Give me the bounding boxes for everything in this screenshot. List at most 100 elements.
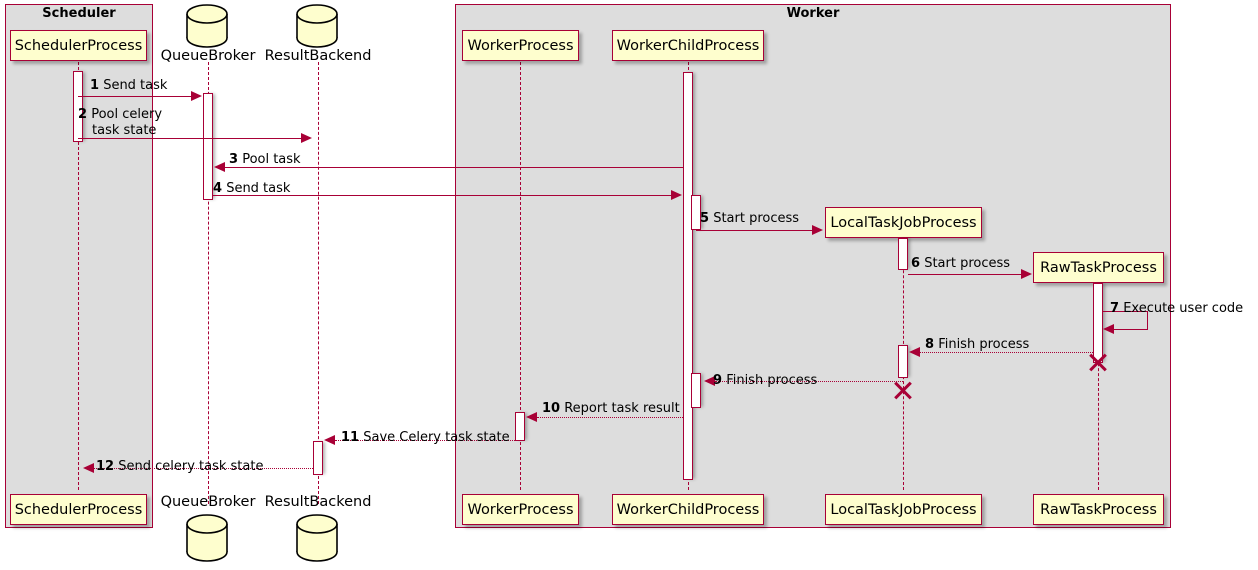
participant-scheduler-process-top[interactable]: SchedulerProcess bbox=[10, 30, 147, 61]
message-9-arrow bbox=[715, 381, 903, 382]
message-8-number: 8 bbox=[925, 337, 935, 352]
message-2-arrow bbox=[78, 138, 301, 139]
activation-scheduler-process bbox=[73, 71, 83, 142]
activation-local-task-job-start bbox=[898, 238, 908, 270]
message-4-number: 4 bbox=[213, 181, 223, 196]
message-4-arrowhead bbox=[671, 190, 682, 200]
destroy-marker-local-task-job bbox=[892, 379, 914, 401]
message-7-arrowhead bbox=[1103, 324, 1114, 334]
activation-worker-child-process-main bbox=[683, 72, 693, 480]
activation-result-backend bbox=[313, 441, 323, 475]
message-8-text: Finish process bbox=[938, 337, 1030, 352]
database-result-backend-bottom[interactable] bbox=[294, 512, 344, 570]
message-4-text: Send task bbox=[226, 181, 291, 196]
message-4-arrow bbox=[213, 195, 671, 196]
group-title-worker: Worker bbox=[786, 6, 840, 21]
message-7-arrow-top bbox=[1103, 311, 1148, 312]
message-3-label: 3 Pool task bbox=[229, 152, 301, 167]
message-11-text: Save Celery task state bbox=[363, 430, 510, 445]
message-11-number: 11 bbox=[341, 430, 360, 445]
participant-local-task-job-bottom[interactable]: LocalTaskJobProcess bbox=[825, 494, 982, 525]
message-10-text: Report task result bbox=[564, 401, 680, 416]
lifeline-result-backend bbox=[318, 62, 319, 504]
message-3-arrowhead bbox=[214, 162, 225, 172]
message-6-arrowhead bbox=[1021, 269, 1032, 279]
database-label-result-backend-bottom: ResultBackend bbox=[264, 494, 372, 510]
lifeline-scheduler-process bbox=[78, 62, 79, 490]
message-5-arrowhead bbox=[812, 225, 823, 235]
message-5-number: 5 bbox=[700, 211, 710, 226]
message-9-text: Finish process bbox=[726, 373, 818, 388]
lifeline-worker-process bbox=[520, 62, 521, 490]
message-2-number: 2 bbox=[78, 107, 88, 122]
database-label-queue-broker-bottom: QueueBroker bbox=[160, 494, 256, 510]
participant-raw-task-process-bottom[interactable]: RawTaskProcess bbox=[1033, 494, 1164, 525]
activation-local-task-job-finish bbox=[898, 345, 908, 378]
message-12-arrow bbox=[94, 468, 313, 469]
database-label-result-backend-top: ResultBackend bbox=[264, 48, 372, 64]
message-1-text: Send task bbox=[103, 78, 168, 93]
database-queue-broker-top[interactable] bbox=[184, 2, 234, 58]
message-7-arrow-right bbox=[1147, 311, 1148, 329]
activation-queue-broker bbox=[203, 93, 213, 200]
database-icon bbox=[186, 4, 228, 48]
message-1-label: 1 Send task bbox=[90, 78, 167, 93]
database-icon bbox=[186, 514, 228, 562]
message-10-arrow bbox=[537, 417, 683, 418]
message-5-label: 5 Start process bbox=[700, 211, 799, 226]
message-11-label: 11 Save Celery task state bbox=[341, 430, 510, 445]
message-8-arrowhead bbox=[909, 347, 920, 357]
database-icon bbox=[296, 4, 338, 48]
activation-worker-child-process-nest2 bbox=[691, 373, 701, 408]
participant-worker-child-process-bottom[interactable]: WorkerChildProcess bbox=[612, 494, 764, 525]
database-queue-broker-bottom[interactable] bbox=[184, 512, 234, 570]
message-2-arrowhead bbox=[301, 133, 312, 143]
message-7-number: 7 bbox=[1110, 301, 1120, 316]
message-4-label: 4 Send task bbox=[213, 181, 290, 196]
message-12-text: Send celery task state bbox=[118, 459, 264, 474]
message-12-arrowhead bbox=[83, 463, 94, 473]
database-label-queue-broker-top: QueueBroker bbox=[160, 48, 256, 64]
message-9-number: 9 bbox=[713, 373, 723, 388]
message-8-arrow bbox=[920, 352, 1093, 353]
message-12-number: 12 bbox=[96, 459, 115, 474]
message-10-label: 10 Report task result bbox=[542, 401, 680, 416]
message-6-arrow bbox=[908, 274, 1021, 275]
message-6-text: Start process bbox=[924, 256, 1011, 271]
message-11-arrowhead bbox=[324, 435, 335, 445]
message-7-label: 7 Execute user code bbox=[1110, 301, 1243, 316]
message-1-number: 1 bbox=[90, 78, 100, 93]
message-7-arrow-bottom bbox=[1114, 329, 1148, 330]
participant-worker-process-bottom[interactable]: WorkerProcess bbox=[462, 494, 579, 525]
participant-worker-process-top[interactable]: WorkerProcess bbox=[462, 30, 579, 61]
database-result-backend-top[interactable] bbox=[294, 2, 344, 58]
participant-raw-task-process-top[interactable]: RawTaskProcess bbox=[1033, 252, 1164, 283]
message-12-label: 12 Send celery task state bbox=[96, 459, 263, 474]
message-10-arrowhead bbox=[526, 412, 537, 422]
lifeline-queue-broker bbox=[208, 62, 209, 504]
participant-local-task-job-top[interactable]: LocalTaskJobProcess bbox=[825, 207, 982, 238]
message-9-arrowhead bbox=[704, 376, 715, 386]
activation-worker-process bbox=[515, 412, 525, 441]
message-8-label: 8 Finish process bbox=[925, 337, 1029, 352]
message-6-label: 6 Start process bbox=[911, 256, 1010, 271]
message-3-text: Pool task bbox=[242, 152, 301, 167]
message-5-text: Start process bbox=[713, 211, 800, 226]
database-icon bbox=[296, 514, 338, 562]
message-3-arrow bbox=[225, 167, 683, 168]
message-3-number: 3 bbox=[229, 152, 239, 167]
message-11-arrow bbox=[335, 440, 515, 441]
lifeline-raw-task-process bbox=[1098, 284, 1099, 490]
participant-worker-child-process-top[interactable]: WorkerChildProcess bbox=[612, 30, 764, 61]
group-title-scheduler: Scheduler bbox=[42, 6, 116, 21]
destroy-marker-raw-task-process bbox=[1087, 351, 1109, 373]
message-5-arrow bbox=[696, 230, 812, 231]
message-2-text-line2: task state bbox=[92, 123, 157, 138]
message-1-arrow bbox=[78, 96, 191, 97]
message-6-number: 6 bbox=[911, 256, 921, 271]
participant-scheduler-process-bottom[interactable]: SchedulerProcess bbox=[10, 494, 147, 525]
message-1-arrowhead bbox=[191, 91, 202, 101]
activation-worker-child-process-nest1 bbox=[691, 195, 701, 230]
message-10-number: 10 bbox=[542, 401, 561, 416]
